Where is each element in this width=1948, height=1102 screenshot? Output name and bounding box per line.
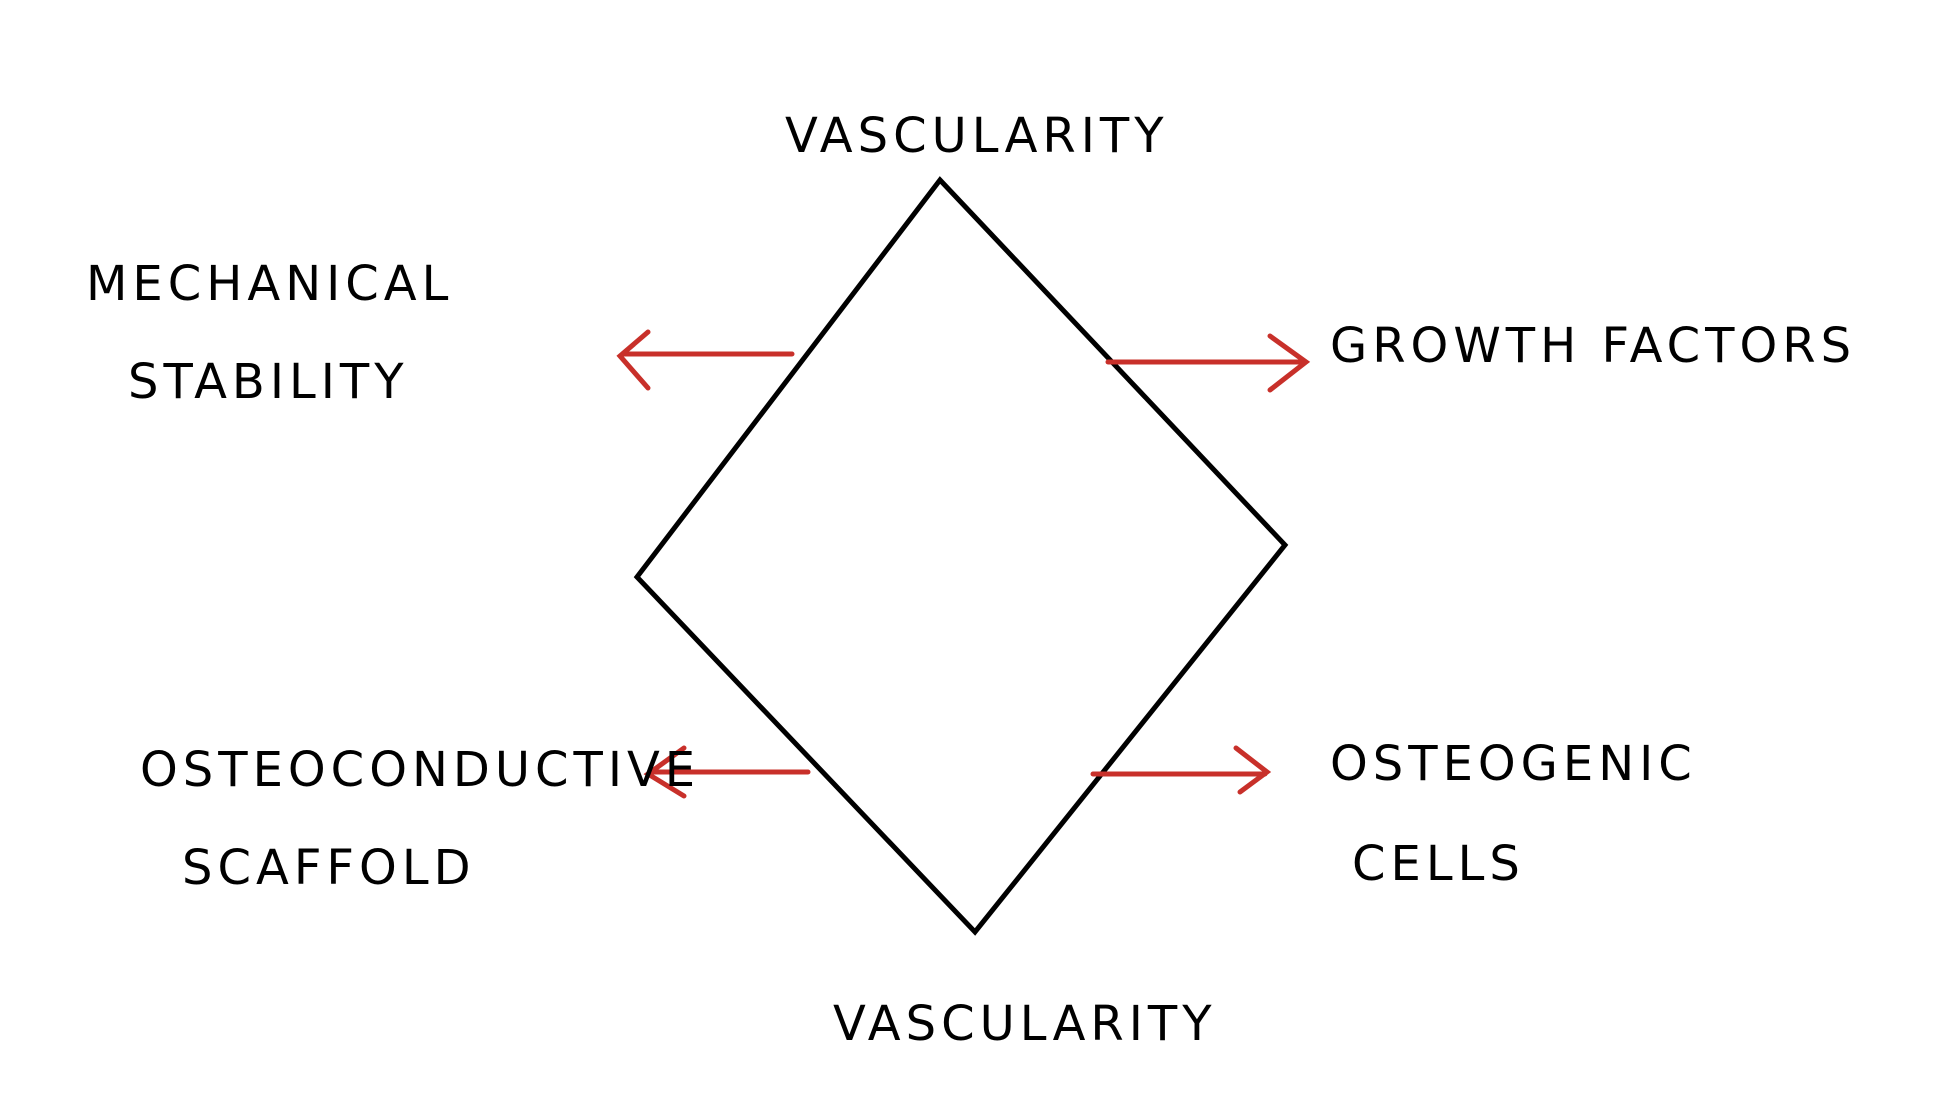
cells-label: CELLS [1352, 836, 1525, 892]
osteoconductive-label: OSTEOCONDUCTIVE [140, 742, 700, 798]
arrow-osteoconductive-scaffold [643, 745, 811, 799]
mechanical-label: MECHANICAL [86, 256, 453, 312]
scaffold-label: SCAFFOLD [182, 840, 476, 896]
stability-label: STABILITY [128, 354, 409, 410]
arrow-osteogenic-cells [1090, 745, 1272, 795]
arrow-growth-factors [1105, 333, 1311, 393]
arrow-mechanical-stability [616, 329, 795, 391]
vascularity-top-label: VASCULARITY [785, 108, 1169, 164]
growth-factors-label: GROWTH FACTORS [1330, 318, 1856, 374]
osteogenic-label: OSTEOGENIC [1330, 736, 1697, 792]
vascularity-bottom-label: VASCULARITY [833, 996, 1217, 1052]
diamond-outline [633, 176, 1289, 936]
